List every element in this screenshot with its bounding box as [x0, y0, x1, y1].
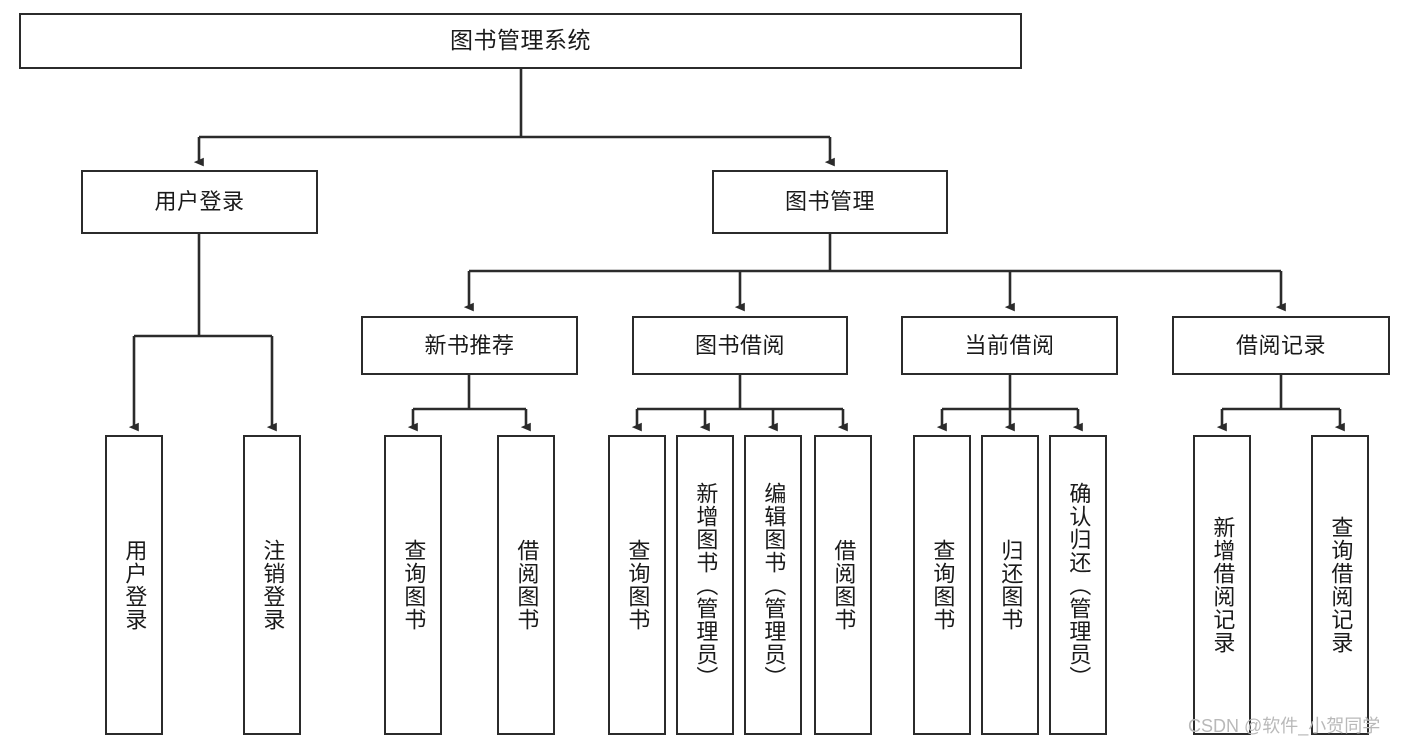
node-leaf-logout[interactable]: 注销登录	[243, 435, 301, 735]
node-book-management[interactable]: 图书管理	[712, 170, 948, 234]
node-leaf-add-book-admin[interactable]: 新增图书（管理员）	[676, 435, 734, 735]
node-borrowing-records[interactable]: 借阅记录	[1172, 316, 1390, 375]
node-book-borrowing[interactable]: 图书借阅	[632, 316, 848, 375]
node-label: 新增图书（管理员）	[693, 481, 719, 689]
node-label: 借阅图书	[514, 539, 540, 631]
node-label: 用户登录	[154, 189, 245, 215]
node-label: 图书借阅	[694, 332, 785, 358]
node-new-book-recommendation[interactable]: 新书推荐	[361, 316, 578, 375]
node-root-library-management-system[interactable]: 图书管理系统	[19, 13, 1022, 69]
node-leaf-confirm-return-admin[interactable]: 确认归还（管理员）	[1049, 435, 1107, 735]
node-label: 确认归还（管理员）	[1066, 481, 1092, 689]
node-label: 新书推荐	[424, 332, 515, 358]
node-label: 借阅图书	[831, 539, 857, 631]
node-label: 查询图书	[625, 539, 651, 631]
node-label: 注销登录	[260, 539, 286, 631]
node-leaf-query-books-recommendation[interactable]: 查询图书	[384, 435, 442, 735]
node-label: 查询借阅记录	[1328, 516, 1354, 654]
node-leaf-query-borrowing-record[interactable]: 查询借阅记录	[1311, 435, 1369, 735]
node-label: 用户登录	[122, 539, 148, 631]
node-leaf-return-books[interactable]: 归还图书	[981, 435, 1039, 735]
node-label: 新增借阅记录	[1210, 516, 1236, 654]
node-label: 查询图书	[930, 539, 956, 631]
node-leaf-query-books-borrowing[interactable]: 查询图书	[608, 435, 666, 735]
node-leaf-borrow-books-recommendation[interactable]: 借阅图书	[497, 435, 555, 735]
node-leaf-borrow-books[interactable]: 借阅图书	[814, 435, 872, 735]
node-label: 当前借阅	[964, 332, 1055, 358]
node-leaf-add-borrowing-record[interactable]: 新增借阅记录	[1193, 435, 1251, 735]
node-label: 编辑图书（管理员）	[761, 481, 787, 689]
node-label: 归还图书	[998, 539, 1024, 631]
node-leaf-user-login[interactable]: 用户登录	[105, 435, 163, 735]
node-label: 查询图书	[401, 539, 427, 631]
node-label: 图书管理	[784, 189, 875, 215]
node-label: 借阅记录	[1235, 332, 1326, 358]
csdn-watermark: CSDN @软件_小贺同学	[1188, 716, 1381, 736]
node-leaf-edit-book-admin[interactable]: 编辑图书（管理员）	[744, 435, 802, 735]
node-user-login[interactable]: 用户登录	[81, 170, 318, 234]
node-label: 图书管理系统	[450, 27, 591, 54]
node-current-borrowing[interactable]: 当前借阅	[901, 316, 1118, 375]
node-leaf-query-books-current[interactable]: 查询图书	[913, 435, 971, 735]
